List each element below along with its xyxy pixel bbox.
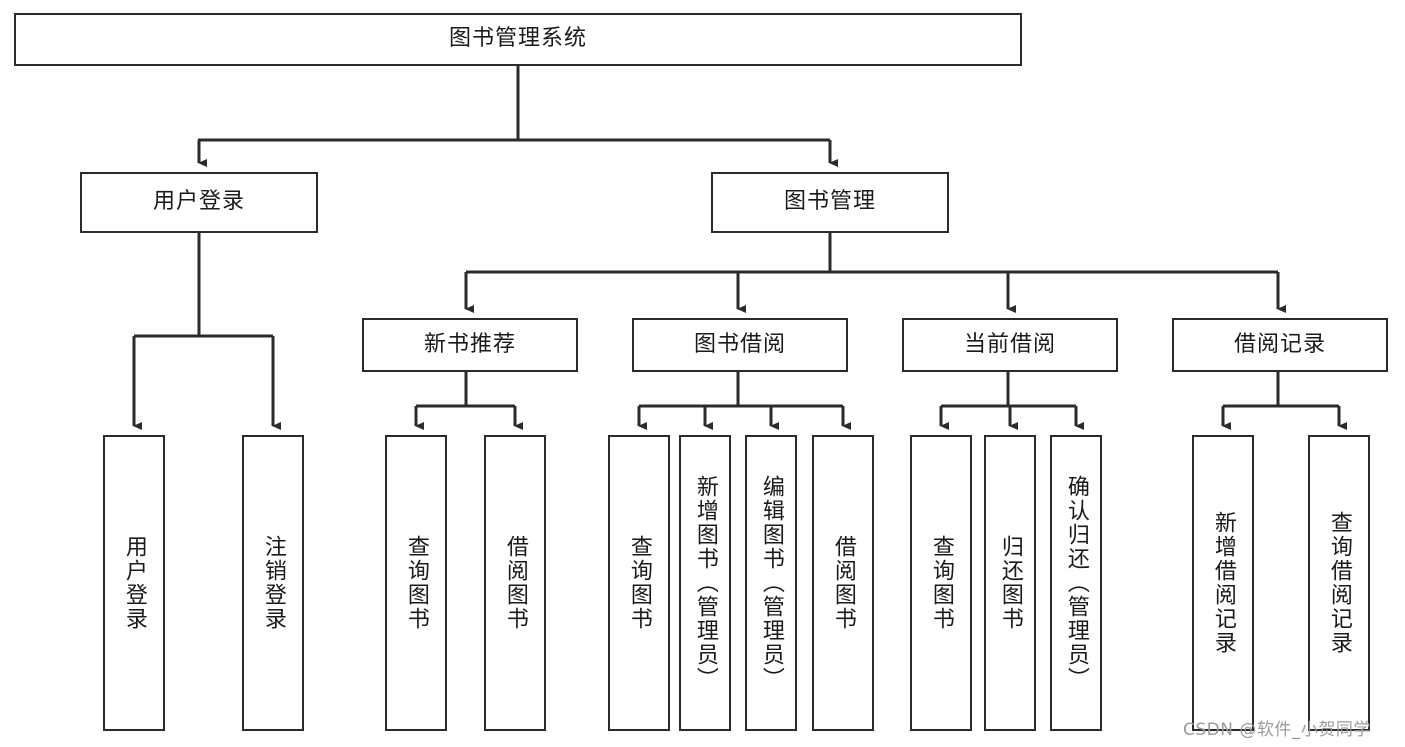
node-leaf-add-book-label: 新增图书（管理员） <box>692 475 718 691</box>
node-leaf-user-login[interactable]: 用户登录 <box>103 435 165 731</box>
csdn-watermark: CSDN @软件_小贺同学 <box>1183 720 1371 740</box>
node-leaf-confirm-return-label: 确认归还（管理员） <box>1063 475 1089 691</box>
node-book-borrow[interactable]: 图书借阅 <box>632 318 848 372</box>
node-leaf-user-login-label: 用户登录 <box>121 535 147 631</box>
node-leaf-borrow-book[interactable]: 借阅图书 <box>812 435 874 731</box>
node-book-manage-label: 图书管理 <box>783 189 876 215</box>
node-leaf-add-record[interactable]: 新增借阅记录 <box>1192 435 1254 731</box>
node-leaf-borrow-book-rec-label: 借阅图书 <box>502 535 528 631</box>
node-leaf-query-record[interactable]: 查询借阅记录 <box>1308 435 1370 731</box>
node-leaf-query-record-label: 查询借阅记录 <box>1326 511 1352 655</box>
node-leaf-edit-book[interactable]: 编辑图书（管理员） <box>745 435 797 731</box>
node-current-borrow[interactable]: 当前借阅 <box>902 318 1118 372</box>
node-borrow-record[interactable]: 借阅记录 <box>1172 318 1388 372</box>
node-root-label: 图书管理系统 <box>448 26 587 52</box>
node-leaf-confirm-return[interactable]: 确认归还（管理员） <box>1050 435 1102 731</box>
node-current-borrow-label: 当前借阅 <box>963 331 1056 357</box>
node-leaf-query-book-rec[interactable]: 查询图书 <box>385 435 447 731</box>
node-leaf-add-record-label: 新增借阅记录 <box>1210 511 1236 655</box>
node-leaf-query-book-rec-label: 查询图书 <box>403 535 429 631</box>
node-new-book-rec-label: 新书推荐 <box>423 331 516 357</box>
node-leaf-query-book-cur[interactable]: 查询图书 <box>910 435 972 731</box>
node-leaf-borrow-book-label: 借阅图书 <box>830 535 856 631</box>
node-leaf-add-book[interactable]: 新增图书（管理员） <box>679 435 731 731</box>
node-book-borrow-label: 图书借阅 <box>693 331 786 357</box>
node-leaf-return-book-label: 归还图书 <box>997 535 1023 631</box>
node-leaf-user-logout-label: 注销登录 <box>260 535 286 631</box>
node-borrow-record-label: 借阅记录 <box>1233 331 1326 357</box>
node-root-system[interactable]: 图书管理系统 <box>14 13 1022 66</box>
node-leaf-edit-book-label: 编辑图书（管理员） <box>758 475 784 691</box>
node-leaf-user-logout[interactable]: 注销登录 <box>242 435 304 731</box>
node-user-login[interactable]: 用户登录 <box>80 172 318 233</box>
node-leaf-query-book-cur-label: 查询图书 <box>928 535 954 631</box>
node-book-manage[interactable]: 图书管理 <box>711 172 949 233</box>
node-leaf-borrow-book-rec[interactable]: 借阅图书 <box>484 435 546 731</box>
node-leaf-return-book[interactable]: 归还图书 <box>984 435 1036 731</box>
node-new-book-rec[interactable]: 新书推荐 <box>362 318 578 372</box>
node-leaf-query-book-label: 查询图书 <box>626 535 652 631</box>
node-user-login-label: 用户登录 <box>152 189 245 215</box>
node-leaf-query-book[interactable]: 查询图书 <box>608 435 670 731</box>
